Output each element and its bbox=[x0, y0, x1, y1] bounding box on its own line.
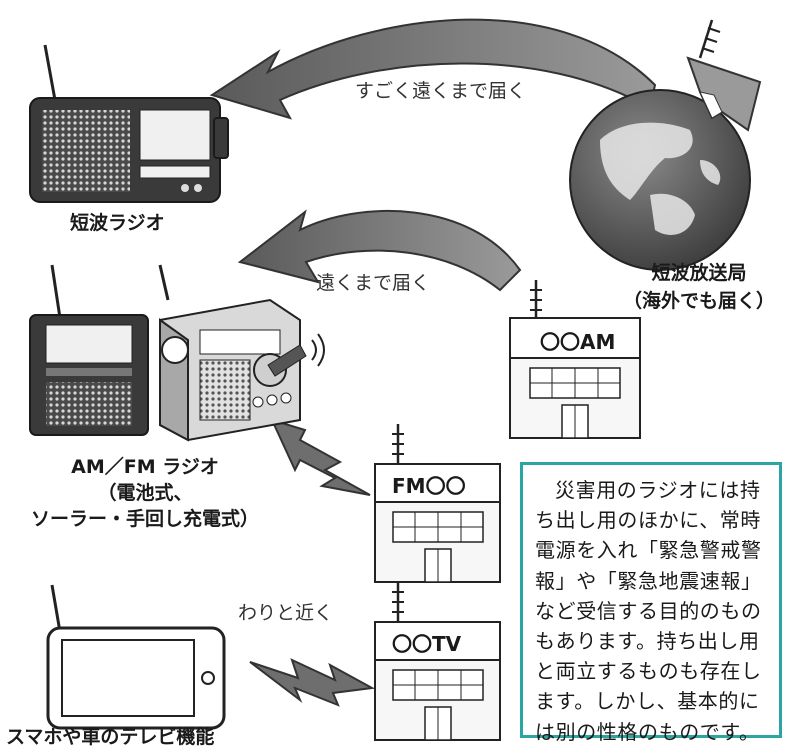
shortwave-station-label-2: （海外でも届く） bbox=[622, 290, 775, 312]
fm-station-building bbox=[374, 424, 501, 583]
far-arrow-label: すごく遠くまで届く bbox=[355, 80, 527, 102]
tv-signal-arrow bbox=[249, 658, 376, 707]
am-fm-radio-icon bbox=[29, 264, 325, 442]
shortwave-station-label-1: 短波放送局 bbox=[651, 262, 747, 284]
far-arrow bbox=[209, 18, 657, 120]
amfm-radio-label-1: AM／FM ラジオ bbox=[71, 456, 219, 478]
note-text: 災害用のラジオには持ち出し用のほかに、常時電源を入れ「緊急警戒警報」や「緊急地震… bbox=[535, 478, 762, 744]
medium-arrow bbox=[237, 209, 522, 292]
amfm-radio-label-2: （電池式、 bbox=[97, 482, 193, 504]
disaster-radio-note: 災害用のラジオには持ち出し用のほかに、常時電源を入れ「緊急警戒警報」や「緊急地震… bbox=[520, 462, 782, 744]
shortwave-radio-label: 短波ラジオ bbox=[70, 212, 165, 234]
tv-station-sign: 〇〇TV bbox=[392, 632, 462, 656]
am-station-sign: 〇〇AM bbox=[540, 330, 616, 354]
medium-arrow-label: 遠くまで届く bbox=[316, 272, 431, 294]
shortwave-radio-icon bbox=[29, 44, 229, 203]
globe-icon bbox=[569, 19, 762, 271]
smartphone-icon bbox=[46, 584, 226, 730]
amfm-radio-label-3: ソーラー・手回し充電式） bbox=[30, 508, 259, 530]
smartphone-label: スマホや車のテレビ機能 bbox=[6, 726, 215, 748]
near-arrow-label: わりと近く bbox=[238, 602, 334, 624]
fm-station-sign: FM〇〇 bbox=[392, 474, 466, 498]
am-station-building bbox=[509, 280, 641, 439]
tv-station-building bbox=[374, 582, 501, 741]
